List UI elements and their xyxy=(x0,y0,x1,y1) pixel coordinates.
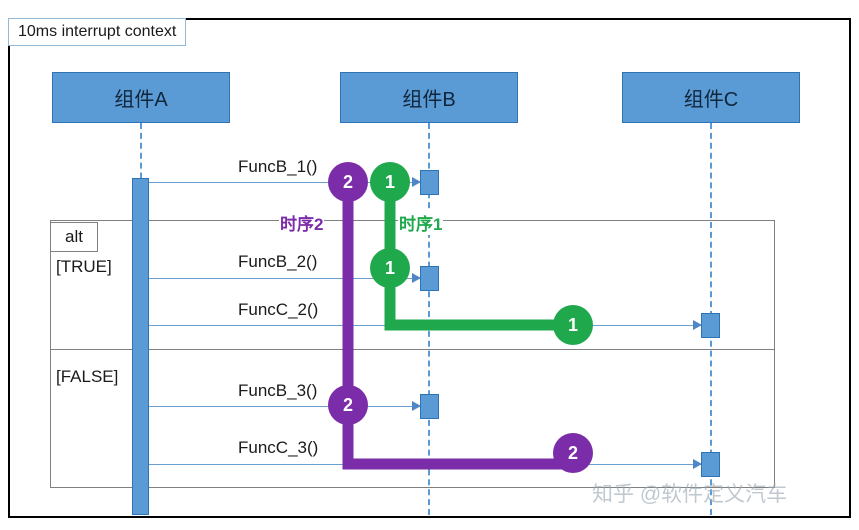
activation-bar-component-b-3 xyxy=(420,394,439,419)
step-badge-purple-2: 2 xyxy=(328,385,368,425)
step-badge-green-2: 1 xyxy=(370,248,410,288)
step-badge-number: 2 xyxy=(342,394,353,415)
alt-operator-label: alt xyxy=(65,227,83,246)
alt-fragment-divider xyxy=(50,349,775,350)
step-badge-purple-3: 2 xyxy=(553,433,593,473)
step-badge-number: 1 xyxy=(567,314,578,335)
message-line-funcb2 xyxy=(148,278,420,279)
message-arrowhead-funcc3 xyxy=(693,459,702,469)
alt-guard-false: [FALSE] xyxy=(56,367,118,387)
step-badge-number: 1 xyxy=(384,257,395,278)
activation-bar-component-b-1 xyxy=(420,170,439,195)
step-badge-number: 1 xyxy=(384,171,395,192)
step-badge-number: 2 xyxy=(567,442,578,463)
message-line-funcc3 xyxy=(148,464,701,465)
alt-guard-true: [TRUE] xyxy=(56,257,112,277)
participant-component-c[interactable]: 组件C xyxy=(622,72,800,123)
message-label-funcb3: FuncB_3() xyxy=(238,381,317,401)
message-text: FuncB_1() xyxy=(238,157,318,176)
activation-bar-component-a xyxy=(132,178,149,515)
flow-label-text: 时序2 xyxy=(280,215,324,234)
activation-bar-component-c-2 xyxy=(701,452,720,477)
message-label-funcc2: FuncC_2() xyxy=(238,300,318,320)
flow-label-sequence-2: 时序2 xyxy=(279,210,325,235)
message-line-funcb1 xyxy=(148,182,420,183)
message-text: FuncB_2() xyxy=(238,252,318,271)
message-arrowhead-funcc2 xyxy=(693,320,702,330)
step-badge-purple-1: 2 xyxy=(328,162,368,202)
participant-label: 组件C xyxy=(683,89,739,111)
message-text: FuncC_2() xyxy=(238,300,319,319)
message-label-funcc3: FuncC_3() xyxy=(238,438,318,458)
alt-guard-label: [FALSE] xyxy=(56,367,119,386)
participant-label: 组件B xyxy=(402,89,456,111)
message-label-funcb1: FuncB_1() xyxy=(238,157,317,177)
activation-bar-component-b-2 xyxy=(420,266,439,291)
message-line-funcb3 xyxy=(148,406,420,407)
flow-label-sequence-1: 时序1 xyxy=(398,210,444,235)
message-line-funcc2 xyxy=(148,325,701,326)
participant-component-a[interactable]: 组件A xyxy=(52,72,230,123)
frame-title-tab: 10ms interrupt context xyxy=(8,18,187,46)
message-label-funcb2: FuncB_2() xyxy=(238,252,317,272)
watermark-label: 知乎 @软件定义汽车 xyxy=(592,483,788,506)
participant-label: 组件A xyxy=(114,89,168,111)
step-badge-number: 2 xyxy=(342,171,353,192)
watermark-text: 知乎 @软件定义汽车 xyxy=(592,478,787,508)
frame-title-label: 10ms interrupt context xyxy=(18,23,177,40)
alt-operator-tab: alt xyxy=(50,222,98,252)
message-text: FuncB_3() xyxy=(238,381,318,400)
step-badge-green-3: 1 xyxy=(553,305,593,345)
flow-label-text: 时序1 xyxy=(399,215,443,234)
alt-guard-label: [TRUE] xyxy=(56,257,112,276)
participant-component-b[interactable]: 组件B xyxy=(340,72,518,123)
alt-fragment xyxy=(50,220,775,488)
activation-bar-component-c-1 xyxy=(701,313,720,338)
step-badge-green-1: 1 xyxy=(370,162,410,202)
message-text: FuncC_3() xyxy=(238,438,319,457)
